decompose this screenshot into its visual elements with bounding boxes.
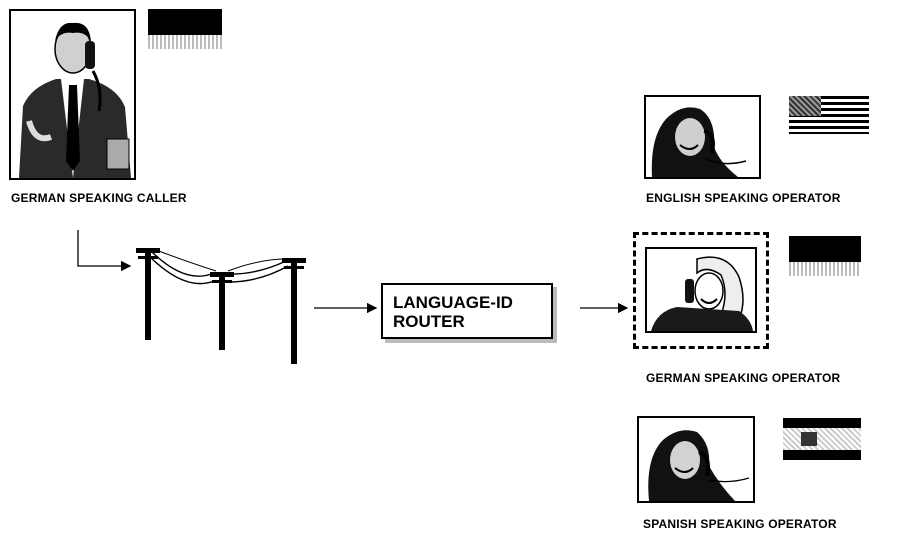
caller-photo [9,9,136,180]
german-operator-label: GERMAN SPEAKING OPERATOR [646,371,841,385]
caller-label: GERMAN SPEAKING CALLER [11,191,187,205]
telephone-poles-icon [136,248,306,364]
german-flag-icon [148,9,222,49]
caller-to-lines-arrow [77,230,132,272]
selected-operator-frame [633,232,769,349]
german-operator-photo [645,247,757,333]
router-line2: ROUTER [393,312,465,331]
spanish-operator-photo [637,416,755,503]
language-id-router: LANGUAGE-ID ROUTER [381,283,553,339]
spanish-operator-label: SPANISH SPEAKING OPERATOR [643,517,837,531]
us-flag-icon [789,96,869,134]
router-line1: LANGUAGE-ID [393,293,513,312]
german-flag-icon [789,236,861,276]
english-operator-photo [644,95,761,179]
spanish-flag-icon [783,418,861,462]
english-operator-label: ENGLISH SPEAKING OPERATOR [646,191,841,205]
